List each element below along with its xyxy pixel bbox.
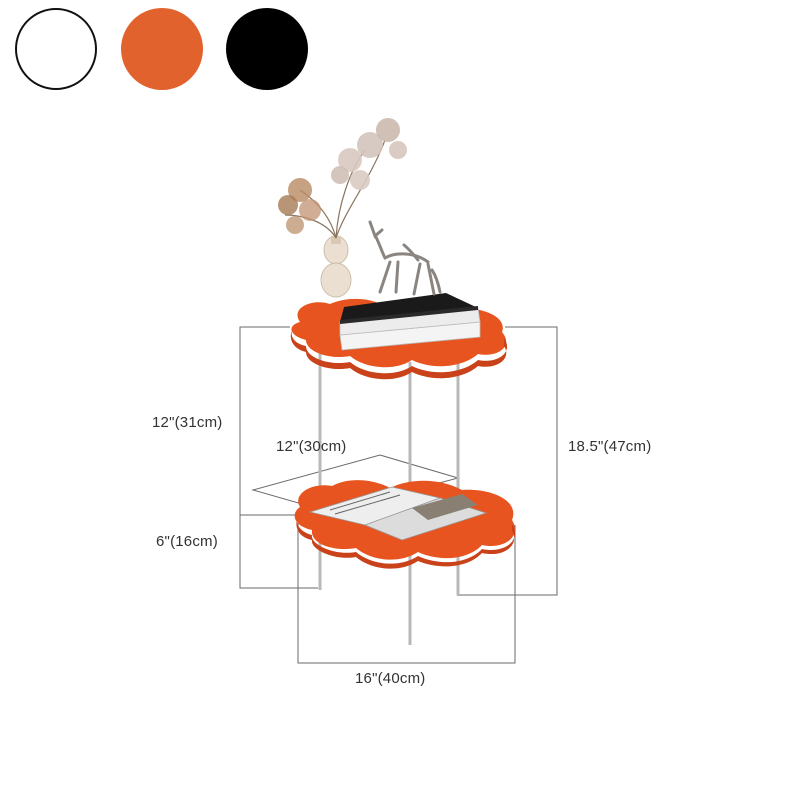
deer-figurine (368, 220, 442, 296)
lower-shelf-edge (296, 512, 515, 569)
magazine (308, 486, 488, 541)
width-dimension-line (297, 520, 516, 664)
glass-vase (320, 235, 352, 298)
height-lower-label: 6"(16cm) (156, 533, 218, 550)
width-label: 16"(40cm) (355, 670, 426, 687)
color-swatch-group (0, 0, 800, 100)
total-height-dimension-line (457, 326, 558, 596)
total-height-label: 18.5"(47cm) (568, 438, 652, 455)
color-swatch-black[interactable] (226, 8, 308, 90)
depth-label: 12"(30cm) (276, 438, 347, 455)
height-upper-label: 12"(31cm) (152, 414, 223, 431)
height-dimension-line-left (239, 326, 318, 589)
table-top-edge (290, 330, 508, 380)
flower-clusters (278, 118, 407, 234)
color-swatch-white[interactable] (15, 8, 97, 90)
book-stack (339, 293, 481, 351)
color-swatch-orange[interactable] (121, 8, 203, 90)
